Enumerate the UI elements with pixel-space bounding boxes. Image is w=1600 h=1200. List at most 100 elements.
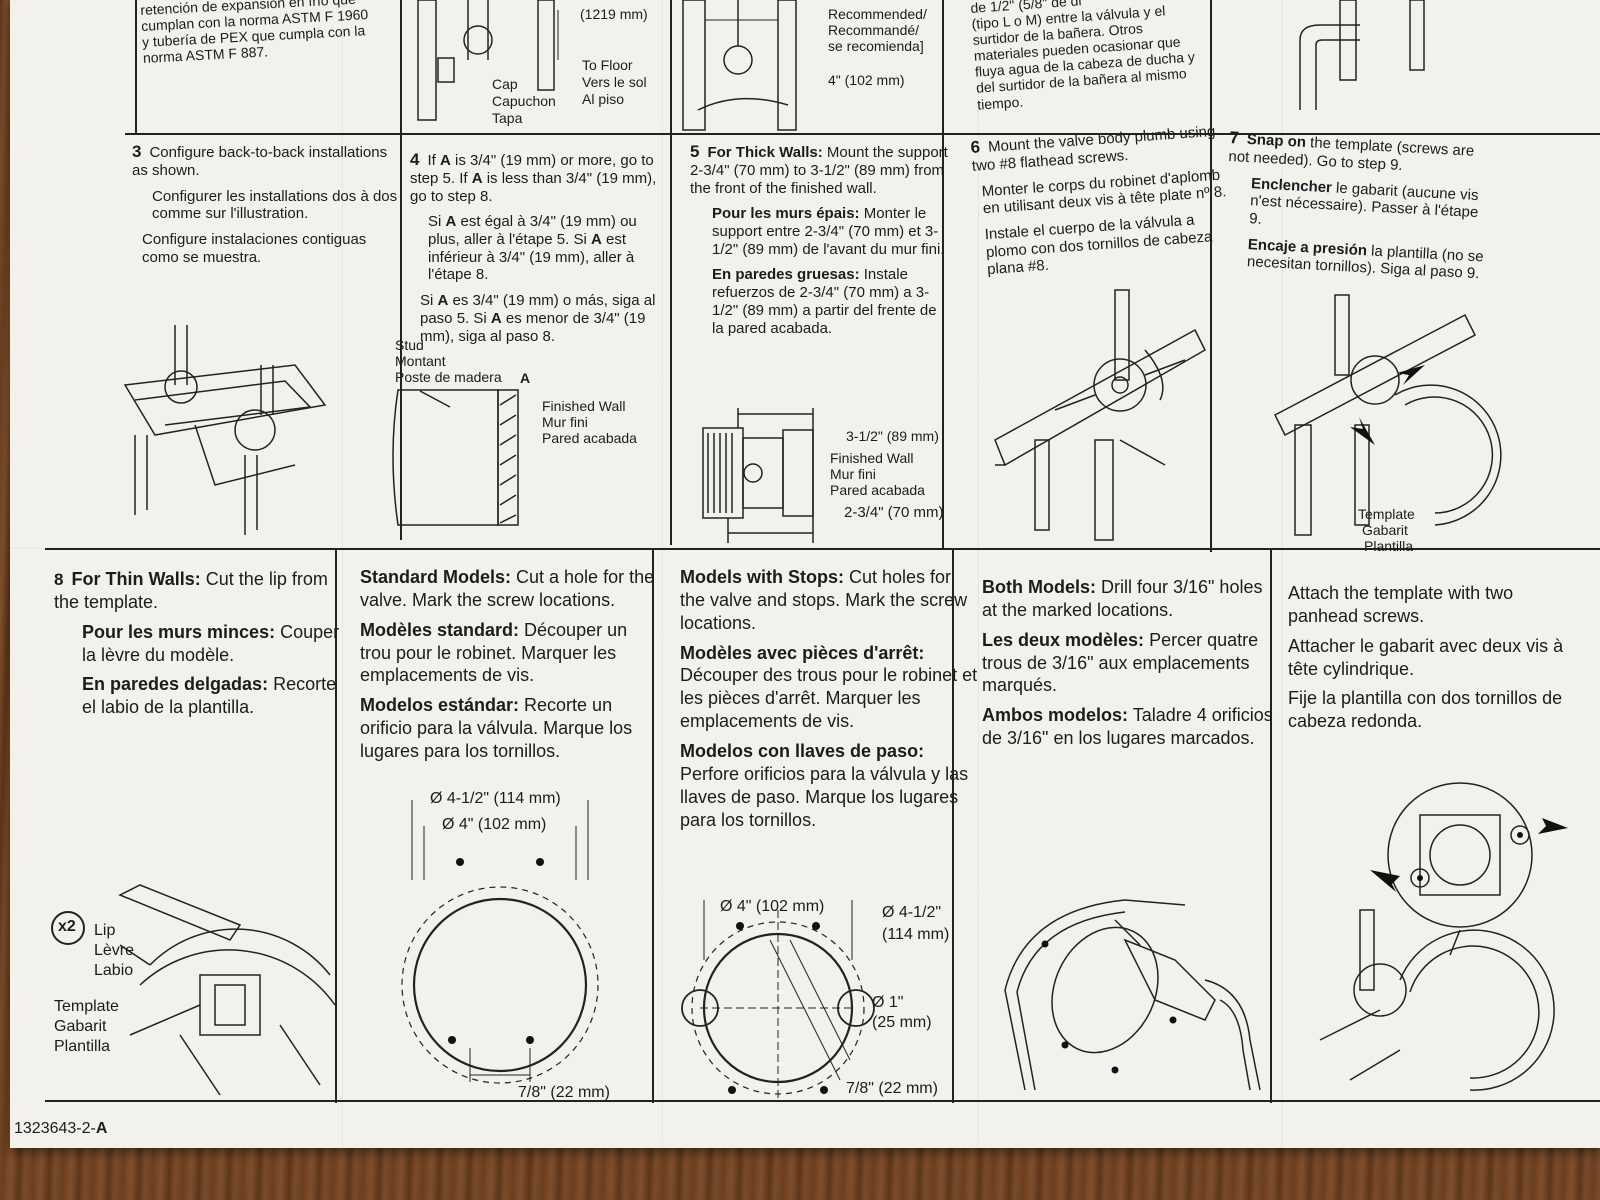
models-heading-en: Standard Models:	[360, 567, 512, 587]
document-code: 1323643-2-A	[14, 1120, 107, 1138]
attach-text-en: Attach the template with two panhead scr…	[1288, 583, 1514, 626]
screw-spacing-label: 7/8" (22 mm)	[518, 1084, 610, 1101]
finished-wall-label-es: Pared acabada	[830, 482, 925, 498]
grid-line	[125, 133, 1600, 135]
stud-label-fr: Montant	[395, 353, 446, 369]
finished-wall-label-fr: Mur fini	[830, 466, 876, 482]
template-label-fr: Gabarit	[54, 1018, 107, 1035]
finished-wall-label: Finished Wall	[830, 450, 914, 466]
lip-label: Lip	[94, 922, 116, 939]
instruction-sheet: retención de expansión en frío que cumpl…	[10, 0, 1600, 1148]
step-text-en: Mount the valve body plumb using two #8 …	[971, 122, 1216, 175]
models-heading-fr: Les deux modèles:	[982, 629, 1145, 650]
step-text-en: is less than 3/4" (19 mm), go to step 8.	[410, 170, 657, 205]
step-heading-es: En paredes gruesas:	[712, 266, 860, 284]
step-4: 4 If A is 3/4" (19 mm) or more, go to ste…	[410, 150, 672, 353]
step-text-es: Instale el cuerpo de la válvula a plomo …	[984, 211, 1213, 279]
lip-label-es: Labio	[94, 962, 134, 979]
screw-spacing-label: 7/8" (22 mm)	[846, 1080, 938, 1097]
step-number: 3	[132, 142, 142, 161]
finished-wall-label: Finished Wall	[542, 398, 626, 414]
dimension-a-label: A	[520, 370, 531, 386]
variable-a: A	[439, 152, 451, 169]
grid-line	[952, 548, 954, 1103]
top-panel-spout-note: de 1/2" (5/8" de di (tipo L o M) entre l…	[970, 0, 1239, 112]
both-models-panel: Both Models: Drill four 3/16" holes at t…	[982, 576, 1282, 757]
template-label: Template	[54, 998, 119, 1015]
attach-template-panel: Attach the template with two panhead scr…	[1288, 582, 1588, 740]
to-floor-label-fr: Vers le sol	[582, 74, 647, 90]
step-text-fr: Couper la lèvre du modèle.	[82, 621, 340, 665]
to-floor-label-es: Al piso	[582, 91, 625, 107]
grid-line	[335, 548, 337, 1103]
pipe-floor-diagram	[408, 0, 668, 130]
template-label-fr: Gabarit	[1362, 522, 1408, 538]
variable-a: A	[445, 213, 457, 231]
finished-wall-label-es: Pared acabada	[542, 430, 637, 446]
back-to-back-valves-diagram	[95, 325, 355, 535]
step-number: 4	[410, 150, 420, 169]
step-heading-en: Snap on	[1246, 130, 1307, 151]
attach-text-fr: Attacher le gabarit avec deux vis à tête…	[1288, 635, 1564, 679]
template-label: Template	[1358, 506, 1415, 522]
variable-a: A	[490, 309, 502, 327]
cap-label: Cap	[492, 76, 518, 92]
grid-line	[45, 548, 1600, 550]
models-heading-en: Both Models:	[982, 577, 1096, 597]
step-text-fr: Monter le support entre 2-3/4" (70 mm) e…	[712, 205, 945, 258]
stops-models-panel: Models with Stops: Cut holes for the val…	[680, 566, 980, 838]
quantity-badge: x2	[58, 918, 76, 935]
step-text-en: Configure back-to-back installations as …	[132, 144, 388, 180]
step-heading-en: For Thick Walls:	[707, 144, 823, 161]
attach-text-es: Fije la plantilla con dos tornillos de c…	[1288, 688, 1563, 732]
dimension-label: 3-1/2" (89 mm)	[846, 428, 939, 444]
template-screws-diagram	[1320, 780, 1568, 1100]
models-text-en: Drill four 3/16" holes at the marked loc…	[982, 577, 1263, 620]
step-text-en: If	[427, 152, 440, 169]
step-number: 7	[1229, 128, 1240, 148]
step-text-es: es menor de 3/4" (19 mm), siga al paso 8…	[420, 309, 646, 345]
step-text-en: Cut the lip from the template.	[54, 569, 328, 612]
step-text-en: is 3/4" (19 mm) or more, go to step 5. I…	[410, 152, 654, 188]
grid-line	[45, 1100, 1600, 1102]
stop-diameter-label: Ø 1"	[872, 994, 904, 1011]
inner-diameter-label: Ø 4" (102 mm)	[720, 898, 825, 915]
step-text-fr: Si	[428, 213, 446, 231]
standard-cutout-diagram	[390, 800, 605, 1090]
step-text-en: Mount the support 2-3/4" (70 mm) to 3-1/…	[690, 144, 948, 197]
variable-a: A	[471, 170, 483, 188]
template-label-es: Plantilla	[1364, 538, 1414, 554]
stops-cutout-diagram	[680, 900, 880, 1100]
models-heading-en: Models with Stops:	[680, 567, 844, 587]
fold-crease	[342, 0, 344, 1148]
step-text-es: Configure instalaciones contiguas como s…	[142, 231, 367, 266]
models-heading-fr: Modèles avec pièces d'arrêt:	[680, 642, 925, 663]
template-label-es: Plantilla	[54, 1038, 111, 1055]
outer-diameter-label: (114 mm)	[882, 926, 950, 943]
models-text-es: Taladre 4 orificios de 3/16" en los luga…	[982, 705, 1273, 749]
fold-crease	[662, 0, 664, 1148]
standard-models-panel: Standard Models: Cut a hole for the valv…	[360, 566, 660, 770]
stud-label: Stud	[395, 337, 424, 353]
step-number: 6	[970, 137, 981, 157]
thick-wall-section-diagram	[698, 408, 838, 543]
valve-mount-diagram	[995, 290, 1205, 545]
lip-label-fr: Lèvre	[94, 942, 135, 959]
dimension-label: 4" (102 mm)	[828, 72, 905, 88]
step-text-fr: est inférieur à 3/4" (19 mm), aller à l'…	[428, 231, 635, 284]
finished-wall-label-fr: Mur fini	[542, 414, 588, 430]
wall-pipe-diagram	[678, 0, 808, 130]
cap-label-es: Tapa	[492, 110, 523, 126]
models-heading-es: Modelos con llaves de paso:	[680, 741, 925, 762]
step-text-es: Si	[420, 292, 438, 310]
step-text-fr: est égal à 3/4" (19 mm) ou plus, aller à…	[428, 213, 637, 249]
models-text-fr: Découper un trou pour le robinet. Marque…	[360, 619, 628, 686]
recommended-label: Recommended/	[828, 6, 927, 22]
grid-line	[135, 0, 137, 135]
step-number: 5	[690, 142, 700, 161]
outer-diameter-label: Ø 4-1/2"	[882, 904, 942, 921]
step-text-es: es 3/4" (19 mm) o más, siga al paso 5. S…	[420, 292, 656, 327]
